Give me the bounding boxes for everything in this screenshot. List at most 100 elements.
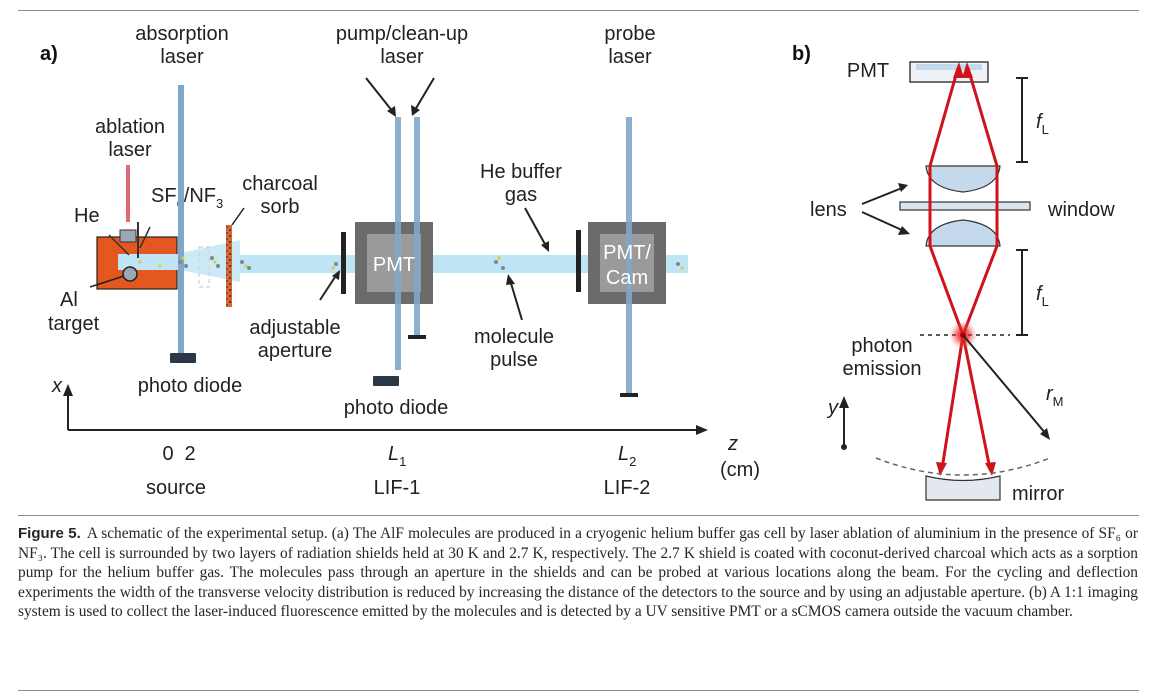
- window-plate: [899, 201, 1031, 211]
- panel-b-pmt-face: [916, 64, 982, 70]
- light-rays: [928, 67, 999, 470]
- z-axis-label: z: [727, 433, 738, 455]
- probe-laser-label-1: probe: [604, 23, 655, 45]
- lens-arrow-1: [861, 187, 903, 205]
- figure-caption: Figure 5.A schematic of the experimental…: [18, 524, 1138, 622]
- probe-beam-stop: [620, 393, 638, 397]
- molecule-pulse-arrow: [509, 279, 523, 321]
- mirror: [925, 475, 1001, 501]
- z-axis-unit: (cm): [720, 459, 760, 481]
- figure-divider-rule: [18, 515, 1139, 516]
- figure-top-rule: [18, 10, 1139, 11]
- pump-laser-label-1: pump/clean-up: [336, 23, 468, 45]
- radiation-shield-aperture: [198, 246, 210, 288]
- cell-bore: [118, 254, 178, 270]
- cell-window: [119, 229, 137, 243]
- molecule-pulse-label-1: molecule: [474, 326, 554, 348]
- lif1-label: LIF-1: [374, 477, 421, 499]
- molecule-pulse-arrowhead: [506, 274, 515, 285]
- figure-graphic: a) absorption laser pump/clean-up laser …: [40, 23, 1115, 505]
- charcoal-sorb: [226, 225, 232, 307]
- pump-laser-label-2: laser: [380, 46, 424, 68]
- lif2-pmt-label-2: Cam: [606, 267, 648, 289]
- molecule-pulse-label-2: pulse: [490, 349, 538, 371]
- x-axis-label: x: [51, 375, 63, 397]
- ray-arrowheads: [936, 62, 996, 476]
- absorption-laser-label-1: absorption: [135, 23, 228, 45]
- photo-diode-2: [373, 376, 399, 386]
- molecule-clusters: [138, 256, 684, 270]
- ablation-laser-beam: [126, 165, 130, 222]
- pump-arrow-2: [414, 77, 435, 111]
- photo-diode-1: [170, 353, 196, 363]
- beam-cone: [140, 240, 240, 282]
- adjustable-aperture-label-2: aperture: [258, 340, 333, 362]
- al-target-label-1: Al: [60, 289, 78, 311]
- source-label: source: [146, 477, 206, 499]
- absorption-laser-label-2: laser: [160, 46, 204, 68]
- he-buffer-gas-arrowhead: [541, 241, 549, 252]
- l1-label: L1: [388, 443, 406, 469]
- al-target: [122, 266, 138, 282]
- x-axis-arrowhead: [63, 384, 73, 396]
- figure-bottom-rule: [18, 690, 1139, 691]
- lif2-label: LIF-2: [604, 477, 651, 499]
- he-buffer-gas-arrow: [524, 207, 547, 247]
- lens-arrowhead-2: [898, 226, 910, 235]
- pump-arrowhead-1: [387, 106, 396, 117]
- lens-label: lens: [810, 199, 847, 221]
- y-axis-label: y: [826, 397, 839, 419]
- adjustable-aperture: [341, 232, 346, 294]
- he-buffer-gas-label-1: He buffer: [480, 161, 562, 183]
- aperture-2: [576, 230, 581, 292]
- pump-laser-beam-1: [395, 117, 401, 370]
- mirror-curvature: [875, 457, 1051, 476]
- r-m-label: rM: [1046, 383, 1064, 409]
- aperture-arrow: [319, 273, 338, 301]
- photo-diode-1-label: photo diode: [138, 375, 243, 397]
- panel-a-label: a): [40, 43, 58, 65]
- sf6-nf3-label: SF6/NF3: [151, 185, 223, 211]
- lower-lens: [925, 219, 1001, 247]
- sf6-inlet-line: [139, 226, 151, 249]
- panel-b-pmt-label: PMT: [847, 60, 889, 82]
- lens-arrowhead-1: [898, 183, 908, 192]
- probe-laser-label-2: laser: [608, 46, 652, 68]
- tick-0-label: 0: [162, 443, 173, 465]
- mirror-radius-line: [962, 334, 1047, 435]
- lens-arrow-2: [861, 211, 905, 232]
- caption-label: Figure 5.: [18, 525, 81, 542]
- charcoal-sorb-label-1: charcoal: [242, 173, 318, 195]
- pump-laser-beam-2: [414, 117, 420, 337]
- charcoal-sorb-label-2: sorb: [261, 196, 300, 218]
- absorption-laser-beam: [178, 85, 184, 355]
- panel-b-label: b): [792, 43, 811, 65]
- pump-beam-stop: [408, 335, 426, 339]
- pump-arrowhead-2: [411, 105, 420, 116]
- tick-2-label: 2: [184, 443, 195, 465]
- window-label: window: [1047, 199, 1115, 221]
- focal-label-upper: fL: [1036, 111, 1049, 137]
- aperture-arrowhead: [332, 270, 340, 280]
- focal-label-lower: fL: [1036, 283, 1049, 309]
- y-axis-arrowhead: [839, 396, 849, 408]
- pump-arrow-1: [365, 77, 394, 113]
- ablation-laser-label-1: ablation: [95, 116, 165, 138]
- he-inlet-line: [108, 234, 130, 256]
- ablation-laser-label-2: laser: [108, 139, 152, 161]
- he-buffer-gas-label-2: gas: [505, 184, 537, 206]
- l2-label: L2: [618, 443, 636, 469]
- lif1-pmt-window: [367, 234, 421, 292]
- al-target-pointer: [89, 275, 125, 288]
- upper-lens: [925, 165, 1001, 193]
- photon-emission-label-2: emission: [843, 358, 922, 380]
- he-label: He: [74, 205, 100, 227]
- mirror-radius-arrowhead: [1040, 428, 1050, 440]
- charcoal-pointer: [231, 207, 245, 226]
- photon-emission-label-1: photon: [851, 335, 912, 357]
- photo-diode-2-label: photo diode: [344, 397, 449, 419]
- al-target-label-2: target: [48, 313, 100, 335]
- lif2-pmt-label-1: PMT/: [603, 242, 651, 264]
- y-axis-origin: [841, 444, 847, 450]
